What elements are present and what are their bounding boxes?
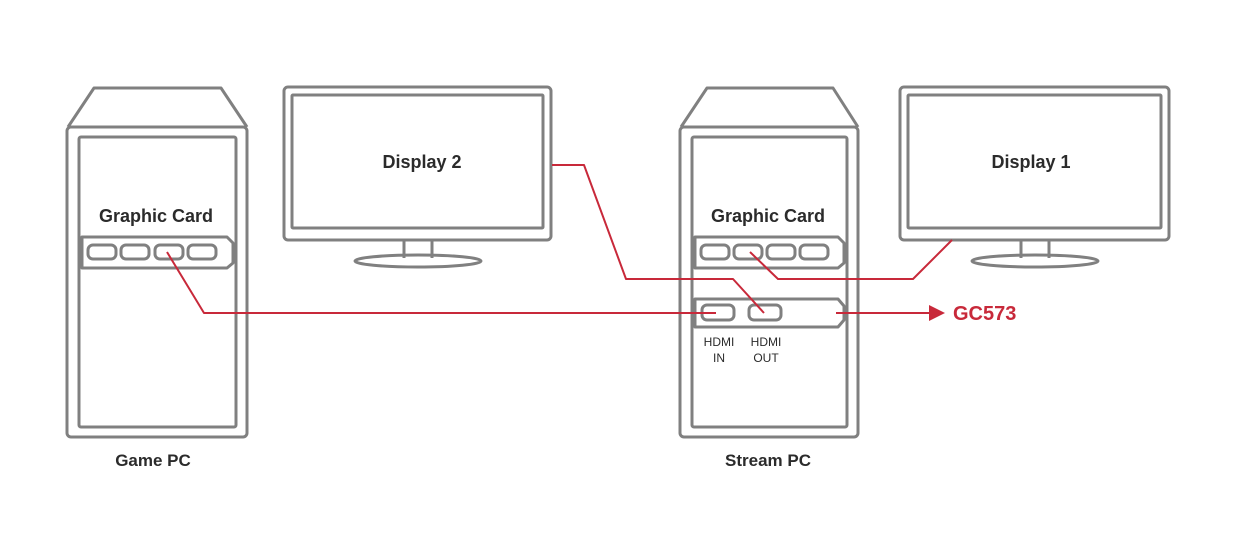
display-2-frame [282, 85, 553, 242]
game-pc-label: Game PC [115, 451, 191, 470]
stream-pc-gpu-port-4 [798, 243, 830, 261]
stream-pc-gpu-port-1 [699, 243, 731, 261]
capture-device-label: GC573 [953, 303, 1016, 325]
cable-game-gpu-to-hdmi-in [166, 251, 716, 314]
stream-pc-case-inner [690, 135, 849, 429]
hdmi-in-label-line-2: IN [713, 351, 725, 365]
display-1-base [970, 253, 1100, 269]
capture-card-bracket [693, 297, 846, 329]
game-pc-case-inner [77, 135, 238, 429]
display-2-label: Display 2 [382, 152, 461, 172]
display-1-screen [906, 93, 1163, 230]
hdmi-in-label-line-1: HDMI [704, 335, 735, 349]
cables [166, 164, 953, 314]
stream-pc-case [678, 125, 860, 439]
display-1-frame [898, 85, 1171, 242]
game-pc-top [66, 86, 249, 128]
stream-pc-graphic-card-label: Graphic Card [711, 206, 825, 226]
game-pc-case [65, 125, 249, 439]
stream-pc-top [679, 86, 860, 128]
game-pc-graphic-card-label: Graphic Card [99, 206, 213, 226]
game-pc-gpu-port-3 [153, 243, 185, 261]
capture-card-hdmi-out-port [747, 303, 783, 322]
stream-pc-gpu-port-2 [732, 243, 764, 261]
display-2-screen [290, 93, 545, 230]
display-1 [898, 85, 1171, 269]
cable-stream-gpu-to-display-1 [749, 239, 953, 280]
hdmi-out-label-line-1: HDMI [751, 335, 782, 349]
stream-pc-gpu-bracket [693, 235, 846, 270]
stream-pc-label: Stream PC [725, 451, 811, 470]
stream-pc [678, 86, 860, 439]
hdmi-out-label-line-2: OUT [753, 351, 779, 365]
display-2 [282, 85, 553, 269]
game-pc-gpu-port-2 [119, 243, 151, 261]
game-pc-gpu-bracket [80, 235, 235, 270]
game-pc-gpu-port-4 [186, 243, 218, 261]
display-2-base [353, 253, 483, 269]
stream-pc-gpu-port-3 [765, 243, 797, 261]
cable-display-2-to-hdmi-out [552, 164, 765, 314]
game-pc-gpu-port-1 [86, 243, 118, 261]
display-1-label: Display 1 [991, 152, 1070, 172]
game-pc [65, 86, 249, 439]
arrow-head-icon [929, 305, 945, 321]
